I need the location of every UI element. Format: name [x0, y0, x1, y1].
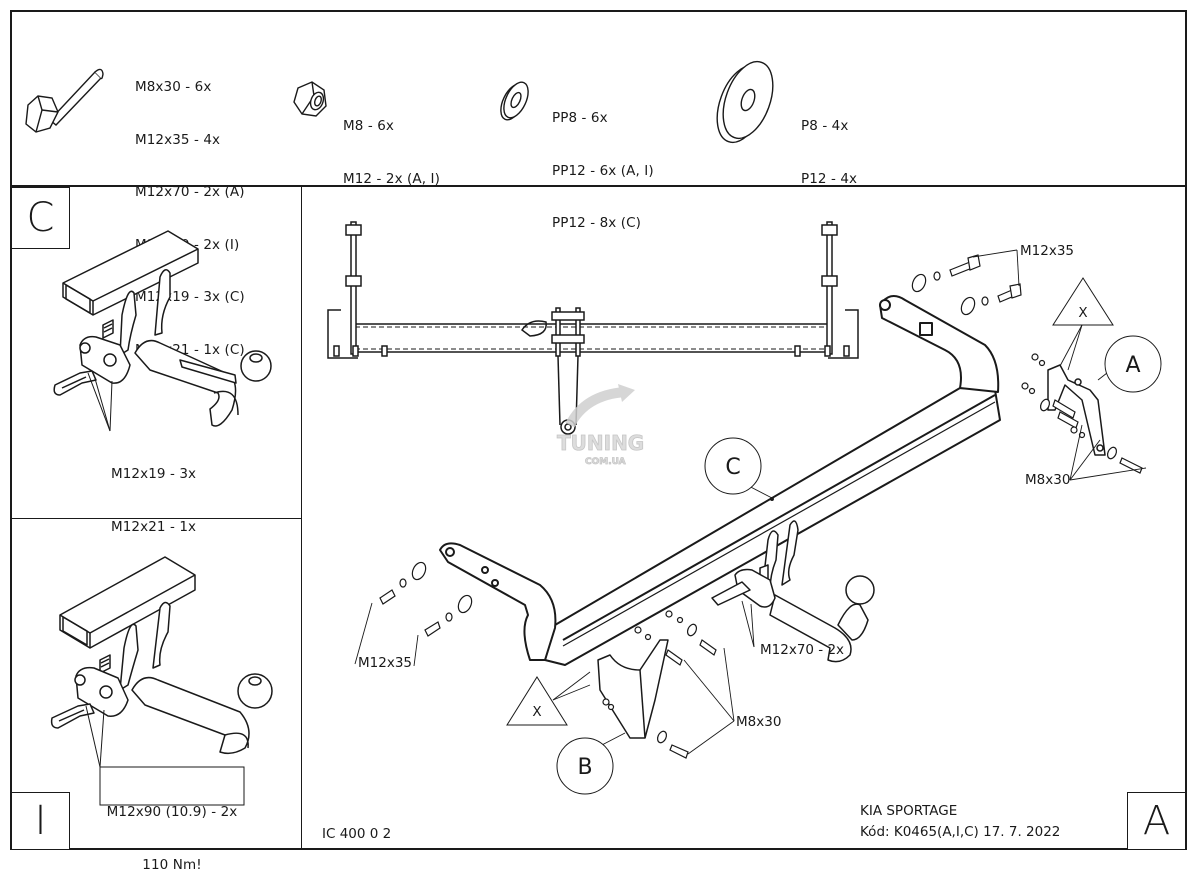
main-variant-letter: A	[1127, 792, 1186, 850]
panel-c-drawing	[53, 230, 272, 432]
label-m12x35-top: M12x35	[1020, 243, 1074, 259]
panel-i-label: M12x90 (10.9) - 2x	[106, 804, 238, 820]
label-m12x70: M12x70 - 2x	[760, 642, 844, 658]
panel-c-label: M12x21 - 1x	[111, 518, 197, 535]
panel-i-drawing	[50, 556, 273, 806]
spring-washer-list: PP8 - 6x PP12 - 6x (A, I) PP12 - 8x (C)	[552, 75, 654, 250]
flat-washer-line: P8 - 4x	[801, 118, 849, 134]
spring-washer-line: PP8 - 6x	[552, 110, 608, 126]
spring-washer-line: PP12 - 8x (C)	[552, 215, 642, 231]
callout-x-lower: X	[506, 676, 568, 726]
top-view-frame	[327, 221, 859, 435]
parts-icons	[25, 60, 774, 144]
callout-a-label: A	[1125, 353, 1140, 378]
callout-x-upper-label: X	[1078, 305, 1087, 321]
drawing-number: IC 400 0 2	[322, 826, 391, 842]
bracket-a	[1047, 364, 1106, 456]
washer-icon	[500, 81, 529, 121]
flat-washer-list: P8 - 4x P12 - 4x	[801, 83, 857, 206]
tuning-watermark-logo: TUNING COM.UA	[557, 384, 645, 467]
callout-x-upper: X	[1052, 277, 1114, 326]
hex-bolt-icon	[25, 68, 104, 133]
label-m8x30-right: M8x30	[1025, 472, 1070, 488]
watermark-sub-text: COM.UA	[585, 457, 626, 467]
nut-line: M8 - 6x	[343, 118, 394, 134]
panel-c-letter: C	[11, 187, 70, 249]
callout-b: B	[556, 737, 614, 795]
tow-ball-hitch	[711, 520, 875, 663]
hex-nut-icon	[293, 81, 327, 117]
panel-c-label: M12x19 - 3x	[111, 466, 197, 482]
panel-i-letter: I	[11, 792, 70, 850]
callout-x-lower-label: X	[532, 704, 541, 720]
large-flat-washer-icon	[716, 60, 774, 144]
nut-line: M12 - 2x (A, I)	[343, 170, 440, 187]
leader-lines	[354, 249, 1147, 755]
nut-list: M8 - 6x M12 - 2x (A, I)	[343, 83, 440, 206]
bracket-b	[597, 639, 669, 739]
label-m12x35-left: M12x35	[358, 655, 412, 671]
bolt-line: M8x30 - 6x	[135, 79, 212, 95]
vehicle-name: KIA SPORTAGE	[860, 803, 957, 819]
watermark-main-text: TUNING	[557, 431, 644, 455]
main-assembly-drawing: TUNING COM.UA	[322, 221, 1162, 842]
drawing-frame	[10, 10, 1187, 850]
bolt-line: M12x70 - 2x (A)	[135, 184, 245, 200]
panel-c-labels: M12x19 - 3x M12x21 - 1x	[111, 431, 196, 554]
product-code: Kód: K0465(A,I,C) 17. 7. 2022	[860, 824, 1060, 840]
left-panels-divider	[10, 518, 302, 519]
fasteners	[379, 254, 1143, 759]
callout-c-label: C	[725, 455, 740, 480]
bolt-line: M12x35 - 4x	[135, 131, 221, 148]
label-m8x30-bottom: M8x30	[736, 714, 781, 730]
callout-a: A	[1104, 335, 1162, 393]
header-divider	[10, 185, 1187, 187]
flat-washer-line: P12 - 4x	[801, 170, 858, 187]
callout-c: C	[704, 437, 762, 495]
spring-washer-line: PP12 - 6x (A, I)	[552, 162, 654, 179]
callout-b-label: B	[577, 755, 592, 780]
tow-bar-beam	[439, 295, 1001, 666]
